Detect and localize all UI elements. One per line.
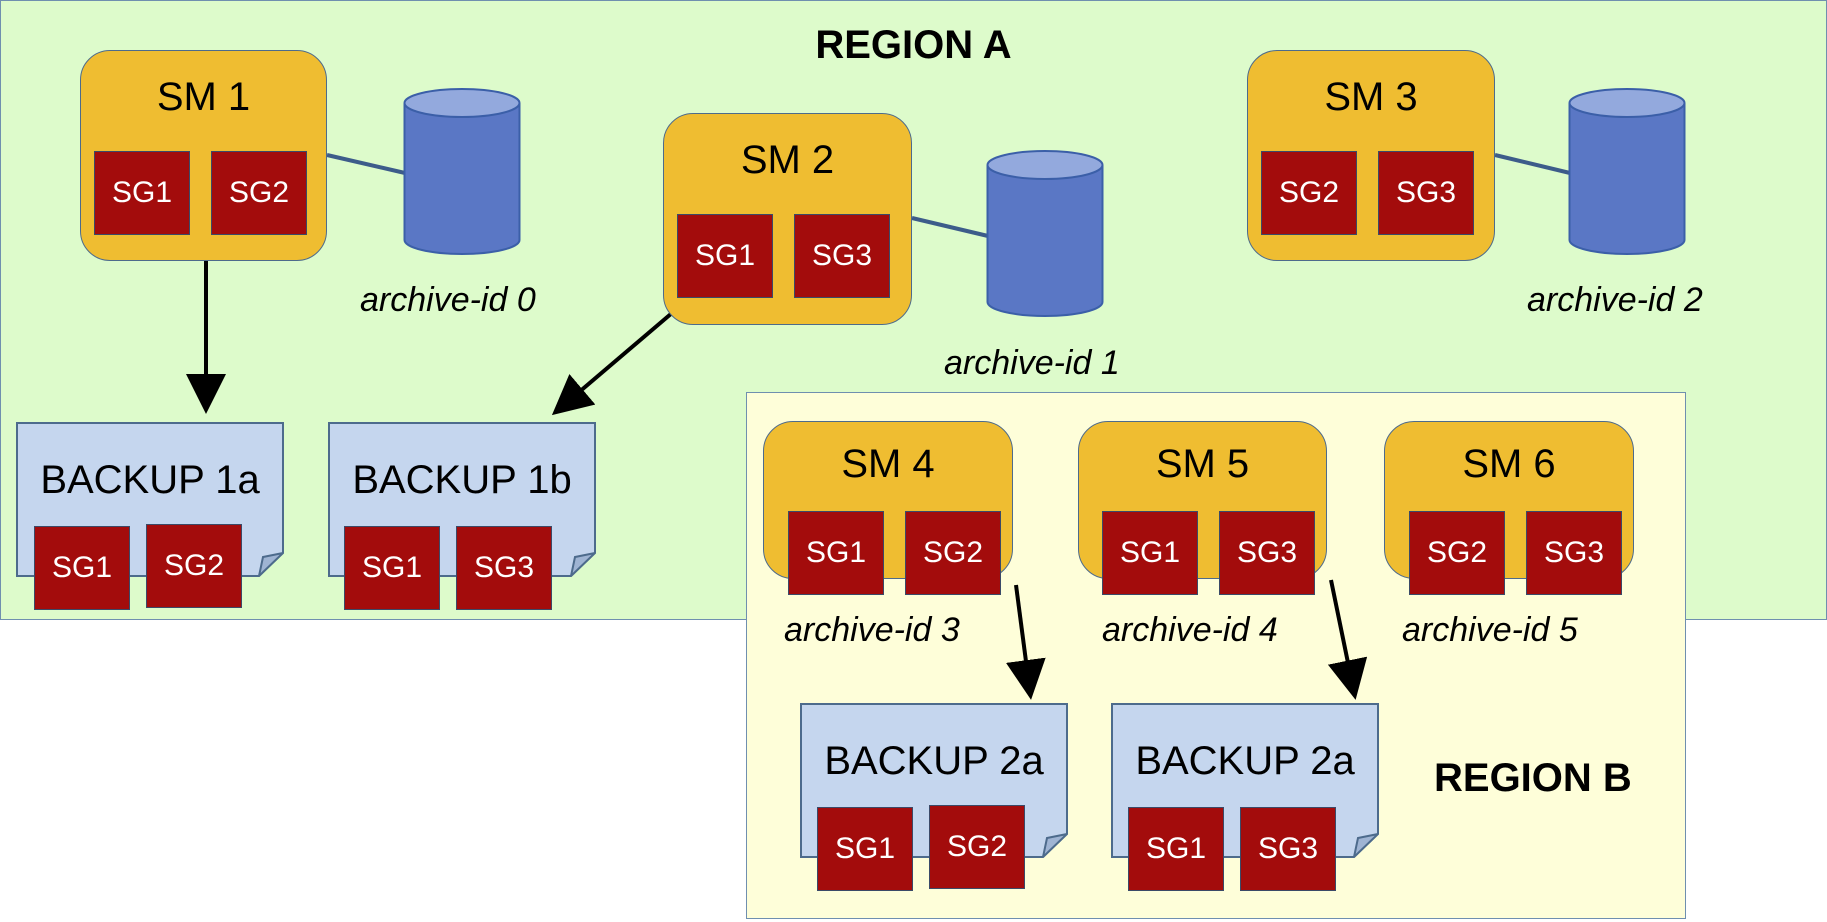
storage-manager-title: SM 1: [156, 75, 251, 119]
backup-document: BACKUP 1a SG1 SG2: [16, 422, 284, 610]
storage-group: SG1: [817, 807, 913, 891]
backup-document: BACKUP 2a SG1 SG3: [1111, 703, 1379, 891]
storage-group: SG1: [788, 511, 884, 595]
storage-manager-title: SM 2: [740, 138, 835, 182]
backup-title: BACKUP 2a: [1135, 739, 1355, 783]
archive-label: archive-id 4: [1102, 611, 1278, 649]
region-b-title: REGION B: [1434, 756, 1632, 800]
archive-label: archive-id 5: [1402, 611, 1578, 649]
backup-document: BACKUP 1b SG1 SG3: [328, 422, 596, 610]
archive-label: archive-id 2: [1527, 281, 1703, 319]
storage-group: SG3: [1219, 511, 1315, 595]
archive-database-icon: [986, 150, 1104, 320]
storage-group: SG3: [1240, 807, 1336, 891]
storage-group: SG1: [677, 214, 773, 298]
storage-group: SG2: [1261, 151, 1357, 235]
storage-group: SG2: [905, 511, 1001, 595]
storage-group: SG1: [1102, 511, 1198, 595]
sm3-archive2-link: [1494, 153, 1571, 175]
storage-manager-5: SM 5 SG1 SG3: [1078, 421, 1327, 595]
archive-label: archive-id 0: [360, 281, 536, 319]
archive-label: archive-id 3: [784, 611, 960, 649]
storage-group: SG2: [1409, 511, 1505, 595]
sm1-archive0-link: [326, 153, 406, 175]
region-a-title: REGION A: [815, 23, 1012, 67]
storage-group: SG2: [211, 151, 307, 235]
storage-manager-2: SM 2 SG1 SG3: [663, 113, 912, 325]
sm2-backup1b-arrow: [551, 311, 674, 416]
storage-manager-title: SM 6: [1462, 442, 1556, 486]
storage-manager-6: SM 6 SG2 SG3: [1384, 421, 1634, 595]
storage-group: SG1: [94, 151, 190, 235]
backup-title: BACKUP 1b: [352, 458, 572, 502]
backup-document: BACKUP 2a SG1 SG2: [800, 703, 1068, 891]
storage-group: SG1: [344, 526, 440, 610]
storage-manager-title: SM 4: [841, 442, 935, 486]
backup-title: BACKUP 2a: [824, 739, 1044, 783]
storage-manager-1: SM 1 SG1 SG2: [80, 50, 327, 261]
storage-group: SG3: [794, 214, 890, 298]
storage-group: SG3: [1378, 151, 1474, 235]
storage-group: SG1: [1128, 807, 1224, 891]
storage-group: SG3: [1526, 511, 1622, 595]
storage-group: SG3: [456, 526, 552, 610]
storage-group: SG1: [34, 526, 130, 610]
sm2-archive1-link: [911, 216, 989, 238]
storage-manager-title: SM 3: [1324, 75, 1418, 119]
archive-label: archive-id 1: [944, 344, 1120, 382]
backup-title: BACKUP 1a: [40, 458, 260, 502]
storage-manager-3: SM 3 SG2 SG3: [1247, 50, 1495, 261]
storage-manager-title: SM 5: [1155, 442, 1250, 486]
archive-database-icon: [1568, 88, 1686, 258]
storage-group: SG2: [146, 524, 242, 608]
archive-database-icon: [403, 88, 521, 258]
storage-group: SG2: [929, 805, 1025, 889]
sm5-backup2a-arrow: [1327, 579, 1368, 700]
sm4-backup2a-arrow: [1006, 584, 1046, 700]
storage-manager-4: SM 4 SG1 SG2: [763, 421, 1013, 595]
